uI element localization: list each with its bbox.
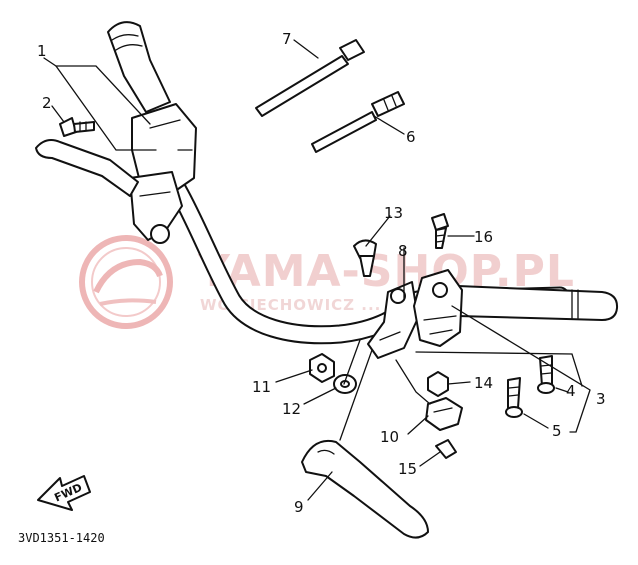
leader-lines [43,39,591,501]
callout-13: 13 [384,204,403,222]
clutch-lever-9 [301,440,429,539]
washer-12 [333,374,357,394]
left-grip [107,21,171,113]
callout-15: 15 [398,460,417,478]
callout-10: 10 [380,428,399,446]
callout-7: 7 [282,30,292,48]
right-grip [457,285,619,321]
screw-4 [537,355,555,394]
screw-5 [505,377,523,418]
watermark-logo [79,235,173,329]
right-switch-assembly [413,269,463,347]
left-lever [35,139,139,197]
screw-15 [435,439,457,459]
callout-4: 4 [566,382,576,400]
callout-1: 1 [37,42,47,60]
nut-11 [309,353,335,383]
callout-2: 2 [42,94,52,112]
callout-5: 5 [552,422,562,440]
bolt-13 [353,239,377,277]
left-lever-holder [129,103,197,244]
callout-11: 11 [252,378,271,396]
clutch-lever-holder [367,281,419,359]
clutch-switch-10 [425,397,463,431]
callout-labels: 1 2 3 4 5 6 7 8 9 10 11 12 13 14 15 16 [37,30,606,516]
callout-16: 16 [474,228,493,246]
callout-14: 14 [474,374,493,392]
cable-tie-6 [311,91,405,153]
bolt-16 [431,213,449,249]
callout-3: 3 [596,390,606,408]
nut-14 [427,371,449,397]
callout-12: 12 [282,400,301,418]
fwd-arrow: FWD [37,475,91,511]
cable-tie-7 [255,39,365,117]
callout-6: 6 [406,128,416,146]
screw-2 [59,117,95,137]
callout-9: 9 [294,498,304,516]
callout-8: 8 [398,242,408,260]
diagram-code: 3VD1351-1420 [18,531,105,545]
